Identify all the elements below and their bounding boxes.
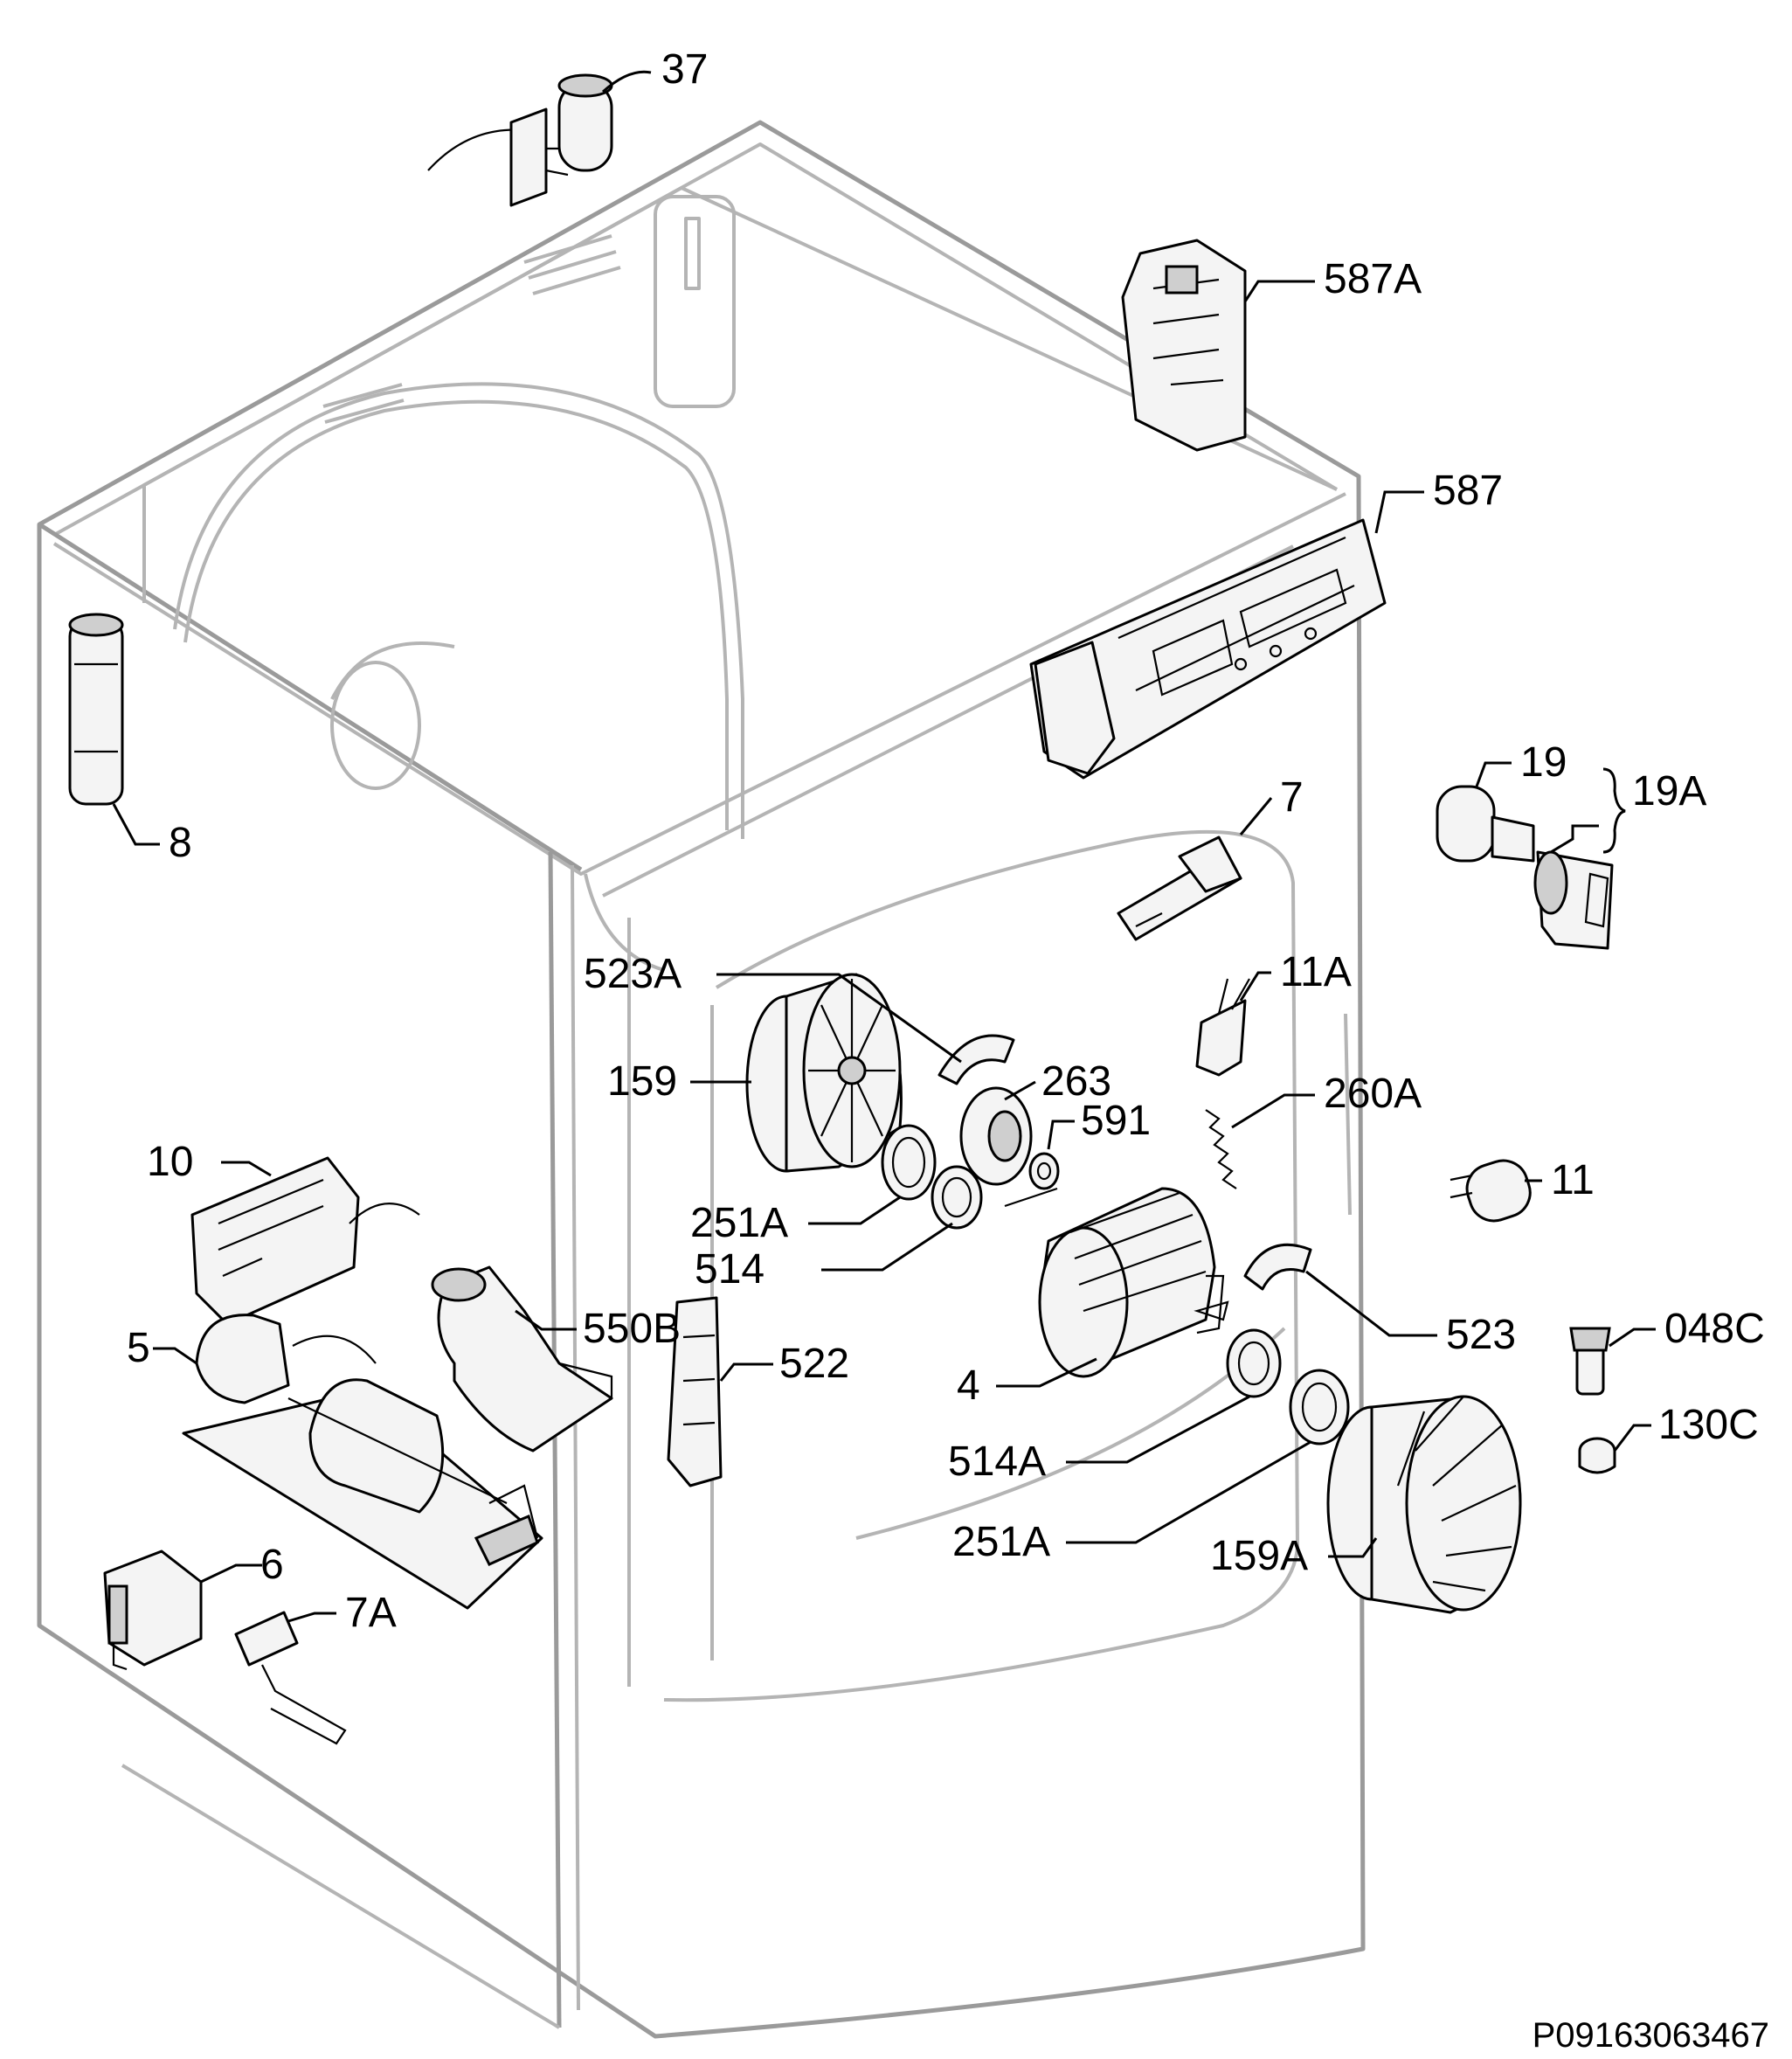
label-6: 6 <box>260 1542 284 1588</box>
part-048C <box>1569 1327 1611 1396</box>
label-251A-lower: 251A <box>952 1519 1050 1565</box>
part-10 <box>190 1156 420 1326</box>
part-130C <box>1578 1437 1616 1474</box>
part-8 <box>68 613 124 806</box>
label-159: 159 <box>607 1058 677 1105</box>
part-514-ring <box>931 1165 983 1230</box>
label-19: 19 <box>1520 739 1567 786</box>
part-159-pulley <box>745 973 903 1173</box>
part-522 <box>667 1296 723 1487</box>
label-4: 4 <box>957 1362 980 1409</box>
part-7A-microswitch <box>234 1611 347 1745</box>
part-591-washer <box>1028 1152 1060 1190</box>
part-7 <box>1117 835 1242 941</box>
part-6 <box>103 1549 203 1671</box>
part-11A <box>1195 978 1250 1077</box>
label-514: 514 <box>695 1246 765 1293</box>
label-523A: 523A <box>584 951 682 997</box>
part-260A-spring <box>1205 1109 1237 1189</box>
part-587-control-board <box>1029 518 1387 780</box>
part-11 <box>1450 1159 1532 1223</box>
part-587A-bracket <box>1121 239 1247 452</box>
label-11A: 11A <box>1280 949 1352 995</box>
label-514A: 514A <box>948 1439 1046 1485</box>
label-8: 8 <box>169 820 192 866</box>
part-5 <box>182 1314 543 1610</box>
leader-lines <box>112 70 1656 1623</box>
label-048C: 048C <box>1664 1306 1765 1352</box>
part-251A-lower-ring <box>1289 1369 1350 1445</box>
part-251A-upper-ring <box>881 1124 937 1201</box>
label-10: 10 <box>147 1139 193 1185</box>
label-37: 37 <box>661 46 708 93</box>
part-514A-ring <box>1226 1328 1282 1398</box>
part-4-motor <box>1004 1187 1229 1378</box>
part-263 <box>959 1086 1033 1186</box>
part-550B <box>431 1265 613 1452</box>
label-260A: 260A <box>1324 1071 1422 1117</box>
cabinet <box>37 120 1366 2039</box>
part-labels: 37 587A 587 8 19 19A 7 11A 523A 159 263 … <box>127 46 1765 1636</box>
part-523 <box>1243 1243 1312 1291</box>
label-522: 522 <box>779 1341 849 1387</box>
label-19A: 19A <box>1632 768 1706 815</box>
part-19-holder <box>1436 785 1614 950</box>
label-591: 591 <box>1081 1098 1151 1144</box>
label-523: 523 <box>1446 1312 1516 1358</box>
label-587: 587 <box>1433 468 1503 514</box>
label-263: 263 <box>1041 1058 1111 1105</box>
part-37-filter <box>427 73 613 207</box>
part-159A-fan <box>1326 1395 1522 1614</box>
label-7A: 7A <box>345 1590 397 1636</box>
label-11: 11 <box>1551 1157 1595 1203</box>
label-550B: 550B <box>583 1306 681 1352</box>
label-7: 7 <box>1280 774 1304 821</box>
drawing-code: P09163063467 <box>1533 2016 1769 2055</box>
label-159A: 159A <box>1210 1533 1308 1579</box>
label-587A: 587A <box>1324 256 1422 302</box>
label-5: 5 <box>127 1325 150 1371</box>
label-130C: 130C <box>1658 1402 1759 1448</box>
label-251A-upper: 251A <box>690 1200 788 1246</box>
part-523A <box>938 1034 1015 1085</box>
